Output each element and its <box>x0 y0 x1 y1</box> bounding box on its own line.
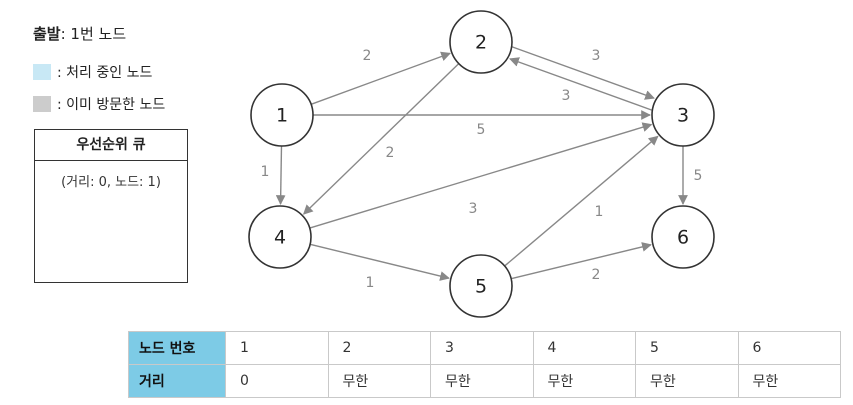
table-header-distance: 거리 <box>128 364 226 398</box>
node-4 <box>248 205 312 269</box>
edge-weight-1-3: 5 <box>477 122 486 138</box>
edge-1-4 <box>275 145 286 205</box>
node-1 <box>250 83 314 147</box>
legend-visited-label: : 이미 방문한 노드 <box>57 97 166 113</box>
node-label-6: 6 <box>677 227 689 249</box>
edge-4-5 <box>309 243 450 281</box>
node-2 <box>449 10 513 74</box>
table-cell: 무한 <box>327 364 431 398</box>
table-cell: 무한 <box>430 364 534 398</box>
edge-weight-4-5: 1 <box>366 275 375 291</box>
table-header-node: 노드 번호 <box>128 331 226 365</box>
table-row: 노드 번호 1 2 3 4 5 6 <box>128 331 841 365</box>
edge-weight-3-2: 3 <box>562 88 571 104</box>
edge-weight-1-4: 1 <box>261 164 270 180</box>
node-label-3: 3 <box>677 105 689 127</box>
priority-queue-title: 우선순위 큐 <box>35 130 187 161</box>
edge-weight-4-3: 3 <box>469 201 478 217</box>
edge-1-2 <box>310 51 451 105</box>
node-label-1: 1 <box>276 105 288 127</box>
edge-4-3 <box>309 122 653 229</box>
priority-queue-box: 우선순위 큐 (거리: 0, 노드: 1) <box>34 129 188 283</box>
table-cell: 무한 <box>635 364 739 398</box>
table-cell: 1 <box>225 331 329 365</box>
edge-weight-5-3: 1 <box>595 204 604 220</box>
table-cell: 5 <box>635 331 739 365</box>
table-cell: 2 <box>327 331 431 365</box>
legend-processing: : 처리 중인 노드 <box>33 62 152 82</box>
legend-processing-label: : 처리 중인 노드 <box>57 65 153 81</box>
node-6 <box>651 205 715 269</box>
table-cell: 6 <box>737 331 841 365</box>
distance-table: 노드 번호 1 2 3 4 5 6 거리 0 무한 무한 무한 무한 무한 <box>128 331 841 398</box>
node-label-5: 5 <box>475 276 487 298</box>
edge-2-3 <box>511 46 655 100</box>
table-row: 거리 0 무한 무한 무한 무한 무한 <box>128 364 841 398</box>
table-cell: 무한 <box>532 364 636 398</box>
processing-swatch <box>33 64 51 80</box>
edge-2-4 <box>302 63 460 215</box>
edge-3-2 <box>509 57 653 111</box>
node-label-2: 2 <box>475 32 487 54</box>
legend-start-value: : 1번 노드 <box>60 25 127 43</box>
edge-5-6 <box>510 242 652 280</box>
visited-swatch <box>33 96 51 112</box>
edge-weight-5-6: 2 <box>592 267 601 283</box>
table-cell: 0 <box>225 364 329 398</box>
legend-start-label: 출발 <box>33 25 61 43</box>
node-3 <box>651 83 715 147</box>
edge-weight-3-6: 5 <box>694 168 703 184</box>
legend-start: 출발: 1번 노드 <box>33 23 126 44</box>
edge-weight-1-2: 2 <box>363 48 372 64</box>
graph-diagram: 2 5 1 3 3 2 3 1 1 2 5 1 2 3 4 5 6 <box>248 10 715 318</box>
priority-queue-item: (거리: 0, 노드: 1) <box>61 175 161 190</box>
edge-5-3 <box>504 135 659 267</box>
legend-visited: : 이미 방문한 노드 <box>33 94 165 114</box>
table-cell: 4 <box>532 331 636 365</box>
edge-weight-2-3: 3 <box>592 48 601 64</box>
table-cell: 3 <box>430 331 534 365</box>
node-5 <box>449 254 513 318</box>
node-label-4: 4 <box>274 227 286 249</box>
table-cell: 무한 <box>737 364 841 398</box>
edge-weight-2-4: 2 <box>386 145 395 161</box>
